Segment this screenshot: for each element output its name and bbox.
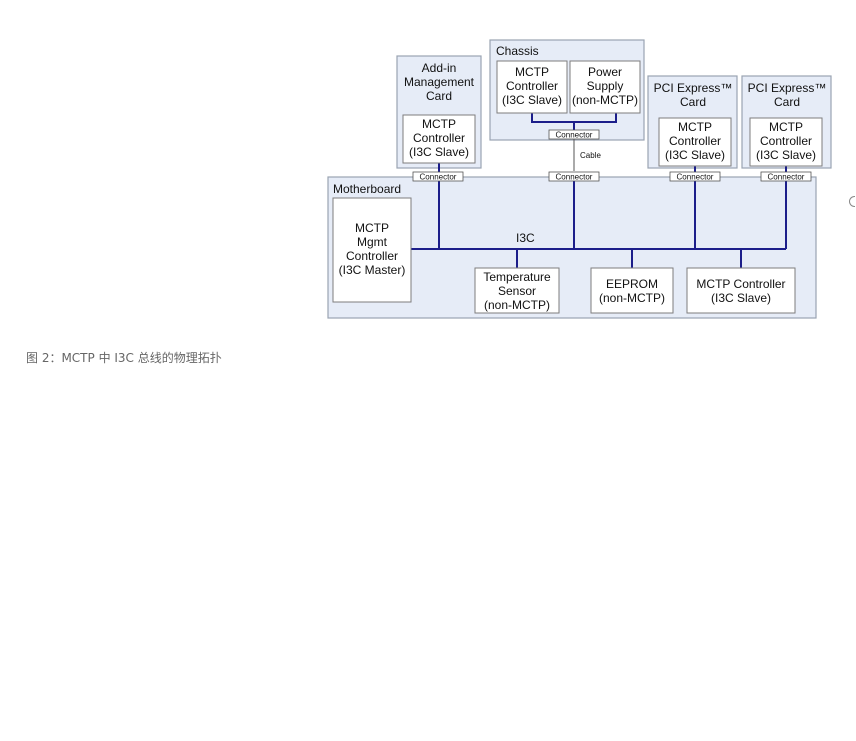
connector-chassis-motherboard-label: Connector [556, 173, 593, 182]
eeprom-label: EEPROM(non-MCTP) [599, 277, 665, 305]
pcie-1-mctp-controller [658, 117, 732, 167]
connector-pcie-2-label: Connector [768, 173, 805, 182]
figure-caption: 图 2：MCTP 中 I3C 总线的物理拓扑 [26, 351, 222, 365]
pcie-2-mctp-controller [749, 117, 823, 167]
chassis-power-supply [569, 60, 641, 114]
mgmt-master-controller [332, 197, 412, 303]
chassis-mctp-controller [496, 60, 568, 114]
mb-mctp-controller-label: MCTP Controller(I3C Slave) [696, 277, 785, 305]
i3c-bus-label: I3C [516, 231, 535, 245]
eeprom [590, 267, 674, 314]
connector-pcie-1: Connector [669, 171, 721, 182]
connector-addin: Connector [412, 171, 464, 182]
connector-addin-label: Connector [420, 173, 457, 182]
chassis-internal-bus [531, 113, 617, 123]
motherboard-title: Motherboard [333, 182, 401, 196]
page-edge-mark [849, 196, 855, 207]
connector-pcie-2: Connector [760, 171, 812, 182]
connector-chassis-bottom: Connector [548, 129, 600, 140]
cable-label: Cable [580, 151, 601, 160]
addin-mctp-controller [402, 114, 476, 164]
temperature-sensor [474, 267, 560, 314]
mb-mctp-controller [686, 267, 796, 314]
connector-chassis-motherboard: Connector [548, 171, 600, 182]
connector-chassis-bottom-label: Connector [556, 131, 593, 140]
connector-pcie-1-label: Connector [677, 173, 714, 182]
chassis-title: Chassis [496, 44, 539, 58]
